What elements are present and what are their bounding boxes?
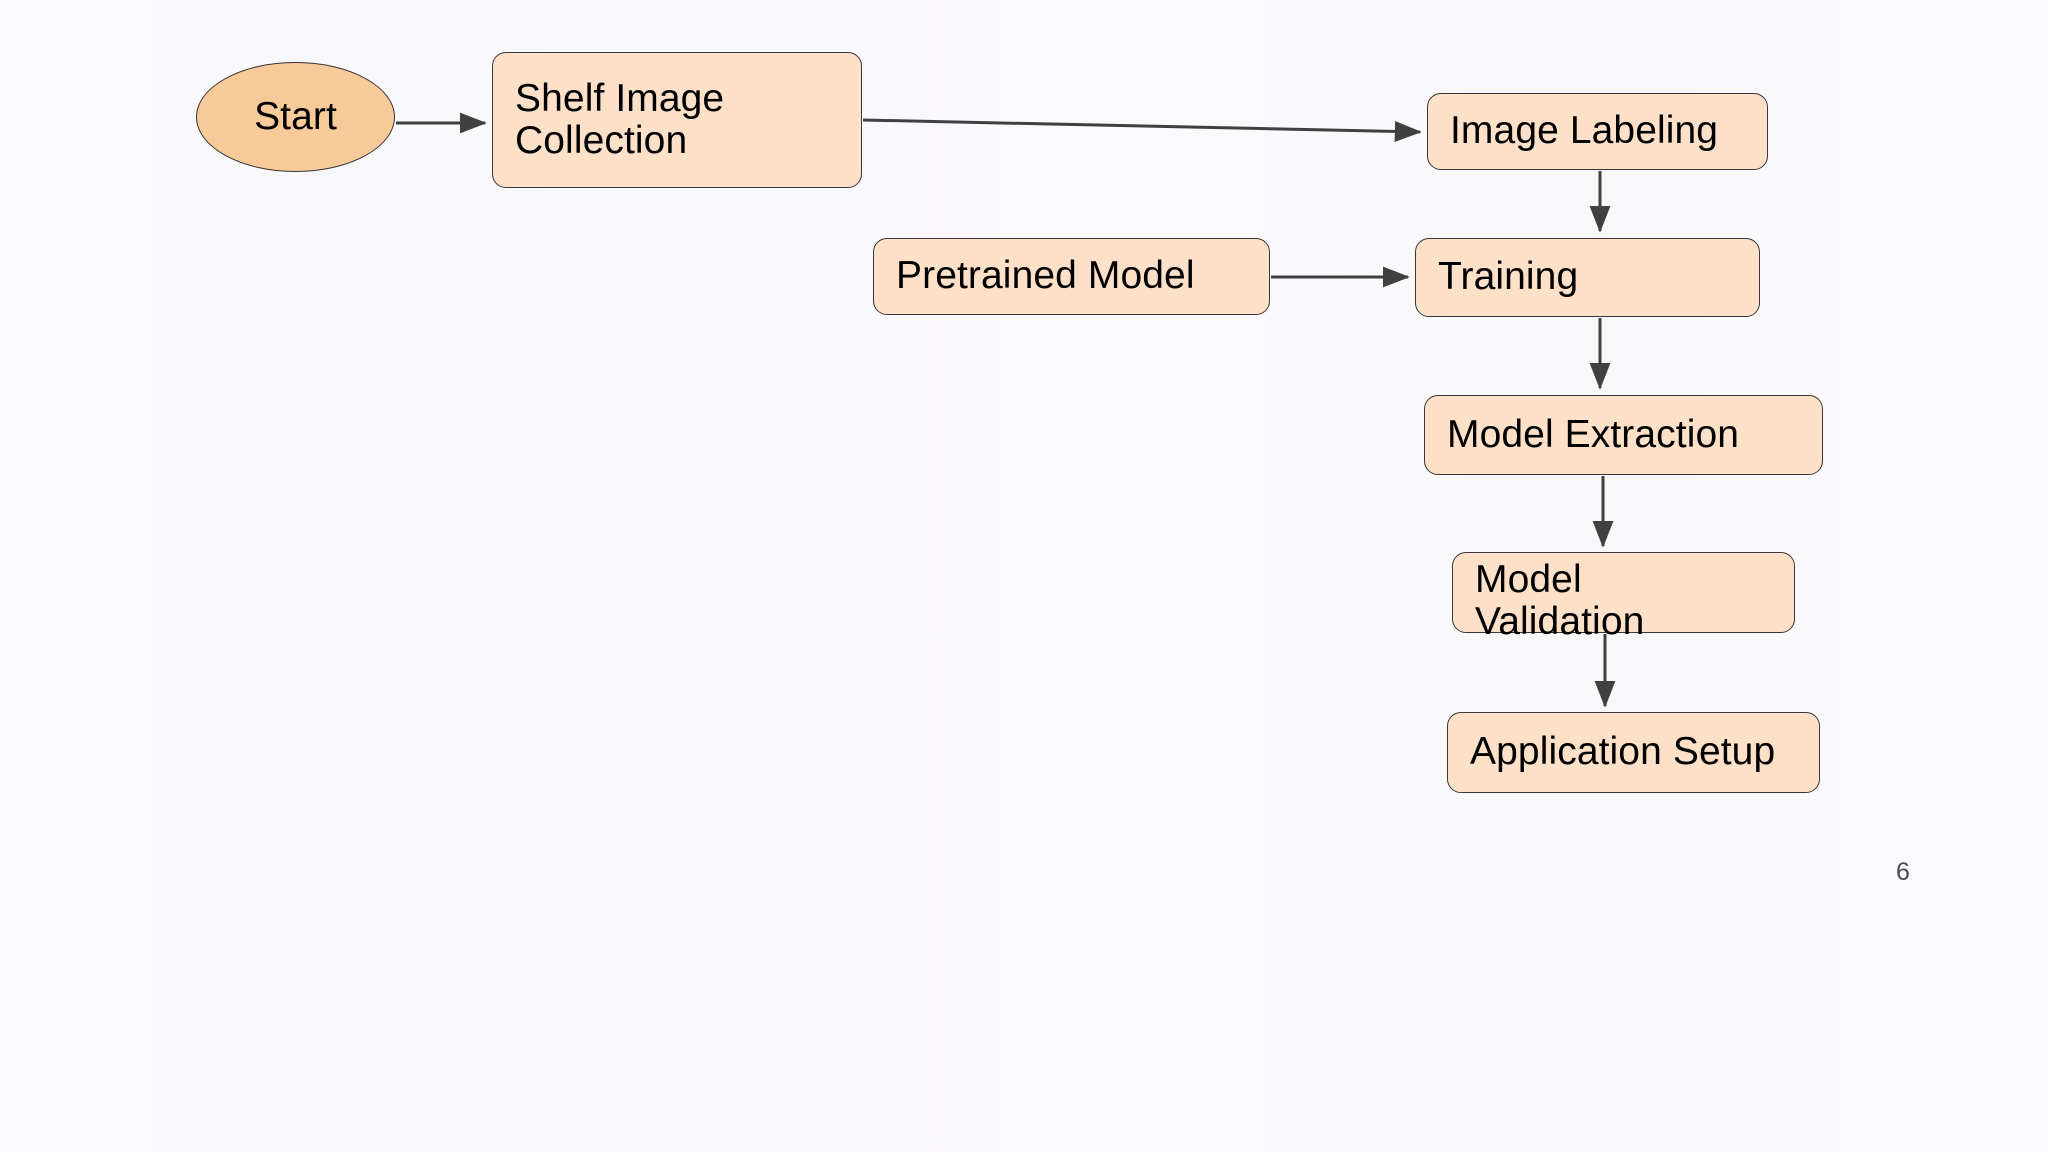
node-application-setup[interactable]: Application Setup (1447, 712, 1820, 793)
node-model-validation[interactable]: Model Validation (1452, 552, 1795, 643)
node-pretrained-model-label: Pretrained Model (896, 254, 1195, 298)
page-number: 6 (1896, 858, 1910, 886)
node-shelf-image-collection-label: Shelf Image Collection (515, 76, 725, 162)
node-model-extraction[interactable]: Model Extraction (1424, 395, 1823, 475)
node-model-extraction-label: Model Extraction (1447, 412, 1740, 456)
node-application-setup-label: Application Setup (1470, 730, 1776, 774)
node-start[interactable]: Start (196, 62, 395, 172)
node-training[interactable]: Training (1415, 238, 1760, 317)
node-shelf-image-collection[interactable]: Shelf Image Collection (492, 52, 862, 188)
node-pretrained-model[interactable]: Pretrained Model (873, 238, 1270, 315)
node-training-label: Training (1438, 255, 1579, 299)
node-image-labeling[interactable]: Image Labeling (1427, 93, 1768, 170)
node-start-label: Start (254, 94, 337, 138)
node-image-labeling-label: Image Labeling (1450, 109, 1719, 153)
node-model-validation-label: Model Validation (1475, 558, 1645, 644)
edge-shelf-to-labeling (862, 118, 1422, 142)
